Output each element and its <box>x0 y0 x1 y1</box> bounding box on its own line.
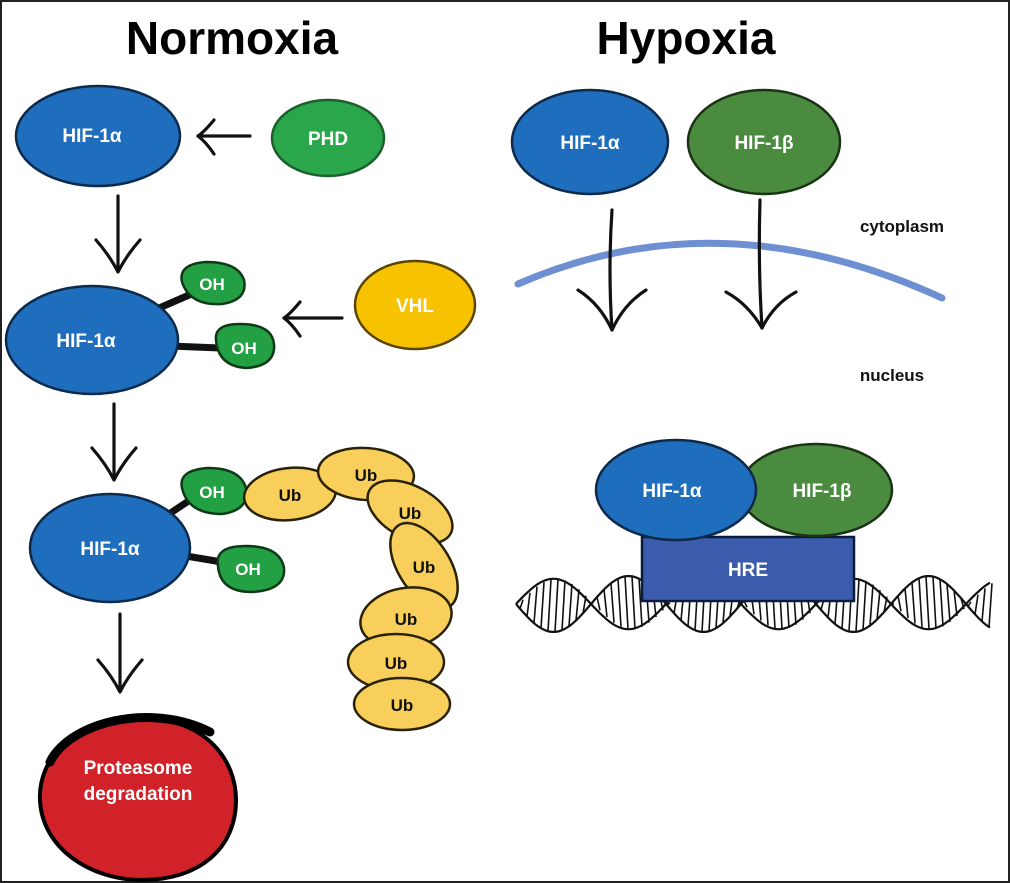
oh-label: OH <box>199 275 225 294</box>
dna-base-pair <box>988 583 993 628</box>
ub-label: Ub <box>355 466 378 485</box>
hif1a-step3-label: HIF-1α <box>80 539 140 560</box>
ub-label: Ub <box>399 504 422 523</box>
dna-base-pair <box>911 582 916 624</box>
hif1b-cytoplasm: HIF-1β <box>686 88 842 196</box>
hif1a-cytoplasm: HIF-1α <box>510 88 670 196</box>
proteasome: Proteasome degradation <box>37 713 239 883</box>
dna-base-pair <box>540 582 545 629</box>
hif1a-step1: HIF-1α <box>14 84 182 188</box>
hif1a-step1-label: HIF-1α <box>62 126 122 147</box>
oh-group-step2-a: OH <box>180 260 246 306</box>
hif1a-step2-label: HIF-1α <box>56 331 116 352</box>
oh-group-step3-b: OH <box>216 544 286 594</box>
dna-base-pair <box>547 579 552 632</box>
hypoxia-title: Hypoxia <box>597 12 776 64</box>
hif1a-step3: HIF-1α <box>28 492 226 604</box>
phd-to-hif-arrow <box>196 118 252 156</box>
dna-base-pair <box>974 594 979 615</box>
oh-label: OH <box>231 339 257 358</box>
dna-base-pair <box>918 578 923 628</box>
down-arrow-2 <box>90 402 138 482</box>
ubiquitin-6: Ub <box>346 632 446 692</box>
dna-base-pair <box>876 590 881 620</box>
dna-base-pair <box>904 588 909 618</box>
dna-base-pair <box>862 580 867 630</box>
proteasome-label-line1: Proteasome <box>84 758 193 779</box>
dna-base-pair <box>561 580 566 631</box>
dna-base-pair <box>617 578 622 627</box>
ubiquitin-chain: Ub Ub Ub Ub Ub Ub Ub <box>242 446 459 732</box>
vhl-protein: VHL <box>353 259 477 351</box>
dna-base-pair <box>897 595 902 612</box>
ubiquitin-7: Ub <box>352 676 452 732</box>
dna-base-pair <box>981 588 986 622</box>
dna-base-pair <box>568 583 573 627</box>
hif1b-cytoplasm-label: HIF-1β <box>734 133 793 154</box>
ubiquitin-3: Ub <box>366 479 454 545</box>
dna-base-pair <box>575 589 580 621</box>
dna-base-pair <box>554 578 559 632</box>
hif1b-translocation-arrow <box>724 198 798 330</box>
dna-base-pair <box>610 583 615 623</box>
hif1a-step2: HIF-1α <box>4 284 224 396</box>
oh-group-step2-b: OH <box>214 322 276 370</box>
cytoplasm-label: cytoplasm <box>860 217 944 236</box>
hif1a-translocation-arrow <box>576 208 648 332</box>
hre-element: HRE <box>640 535 856 603</box>
ub-label: Ub <box>395 610 418 629</box>
dna-strand-b <box>515 577 991 631</box>
dna-base-pair <box>932 576 937 629</box>
nuclear-membrane <box>514 239 946 302</box>
hif1a-nucleus-label: HIF-1α <box>642 481 702 502</box>
oh-group-step3-a: OH <box>180 466 248 516</box>
hif1a-cytoplasm-label: HIF-1α <box>560 133 620 154</box>
vhl-to-hif-arrow <box>282 300 344 338</box>
dna-base-pair <box>596 596 601 611</box>
proteasome-label-line2: degradation <box>84 784 193 805</box>
dna-base-pair <box>519 599 524 609</box>
hre-label: HRE <box>728 560 768 581</box>
dna-base-pair <box>953 590 958 617</box>
ub-label: Ub <box>279 486 302 505</box>
ub-label: Ub <box>391 696 414 715</box>
oh-label: OH <box>235 560 261 579</box>
down-arrow-3 <box>96 612 144 694</box>
ubiquitin-5: Ub <box>359 586 453 650</box>
dna-base-pair <box>624 576 629 629</box>
phd-label: PHD <box>308 129 348 150</box>
vhl-label: VHL <box>396 296 434 317</box>
dna-base-pair <box>631 576 636 629</box>
dna-base-pair <box>638 578 643 627</box>
dna-base-pair <box>533 586 538 624</box>
normoxia-title: Normoxia <box>126 12 339 64</box>
dna-base-pair <box>603 589 608 618</box>
hif1b-nucleus-label: HIF-1β <box>792 481 851 502</box>
dna-base-pair <box>855 578 860 632</box>
nucleus-label: nucleus <box>860 366 924 385</box>
oh-label: OH <box>199 483 225 502</box>
ub-label: Ub <box>385 654 408 673</box>
down-arrow-1 <box>94 194 142 274</box>
hif1a-nucleus: HIF-1α <box>594 438 758 542</box>
phd-enzyme: PHD <box>270 98 386 178</box>
dna-base-pair <box>925 576 930 630</box>
dna-base-pair <box>946 583 951 623</box>
dna-base-pair <box>526 592 531 617</box>
ub-label: Ub <box>413 558 436 577</box>
hif1b-nucleus: HIF-1β <box>738 442 894 538</box>
dna-base-pair <box>869 584 874 626</box>
dna-base-pair <box>939 579 944 627</box>
